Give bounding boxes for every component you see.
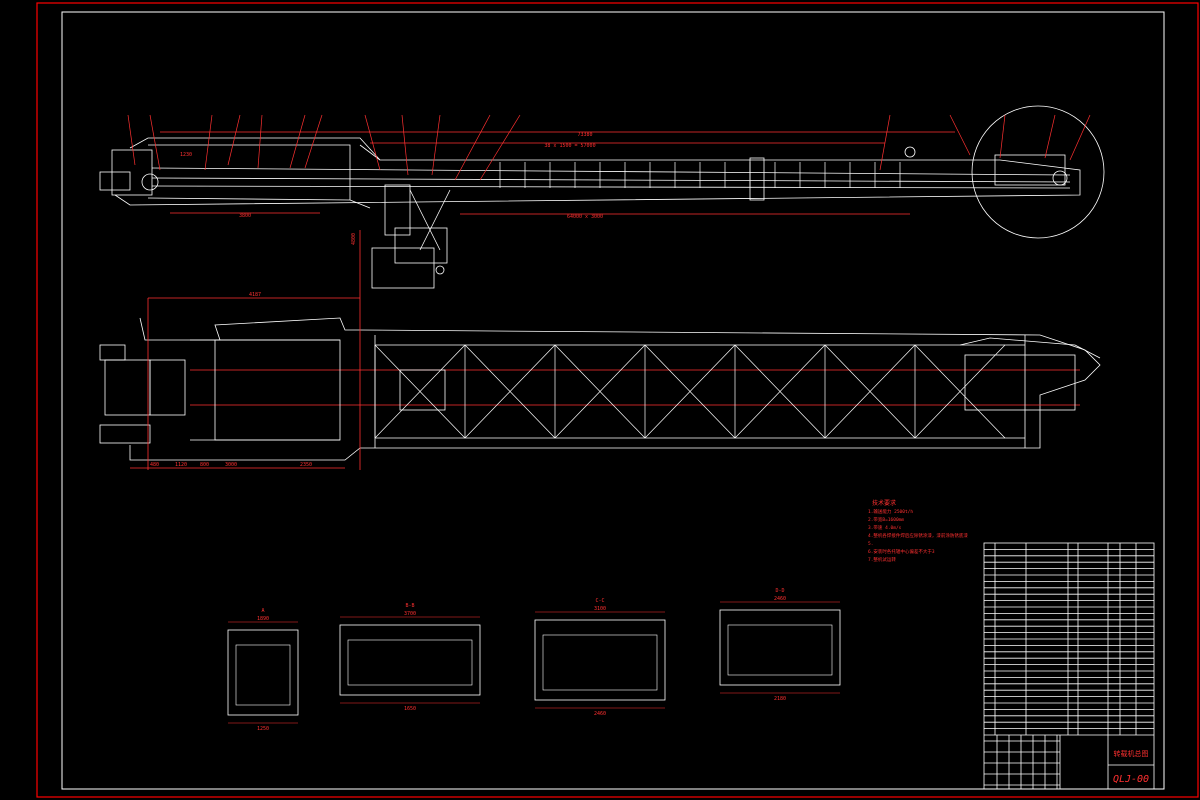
leader-line	[304, 114, 323, 169]
section-top-dim: 1890	[257, 616, 269, 622]
leader-line	[1044, 114, 1056, 159]
leader-line	[257, 114, 263, 169]
leader-line	[1069, 114, 1091, 161]
plan-bottom-dim: 2350	[300, 462, 312, 468]
section-bottom-dim: 2460	[594, 711, 606, 717]
inner-border	[61, 11, 1165, 790]
title-block	[983, 542, 1155, 790]
section-views: A 1890 1250 B-B 3700 1650 C-C 3100 2460 D-D 2460 21…	[227, 588, 841, 732]
leader-line	[454, 114, 491, 181]
tech-notes-title: 技术要求	[872, 499, 896, 507]
plan-dim-width: 4187	[249, 292, 261, 298]
tech-note-line: 4.整机各焊接件焊后应除锈涂漆，漆前涂防锈底漆	[868, 532, 968, 539]
leader-line	[479, 114, 521, 181]
drawing-name: 转载机总图	[1114, 749, 1149, 758]
main-elevation-view	[99, 105, 1105, 298]
truss-brace	[464, 344, 556, 439]
tech-note-line: 1.输送能力 2500t/h	[868, 508, 913, 515]
plan-bottom-dim: 3000	[225, 462, 237, 468]
section-label: B-B	[405, 603, 414, 609]
plan-bottom-dim: 800	[200, 462, 209, 468]
section-inner	[727, 624, 833, 676]
section-top-dim: 3700	[404, 611, 416, 617]
section-outline	[227, 629, 299, 716]
section-outline	[534, 619, 666, 701]
section-inner	[235, 644, 291, 706]
leader-line	[949, 114, 971, 156]
leader-line	[227, 114, 241, 166]
dim-total-text: 73380	[577, 132, 592, 138]
plan-bottom-dim: 480	[150, 462, 159, 468]
tech-note-line: 3.带速 4.0m/s	[868, 525, 902, 531]
leader-line	[149, 114, 161, 171]
dim-vertical-text: 4800	[351, 233, 357, 245]
leader-line	[999, 114, 1006, 159]
plan-bottom-dim: 1120	[175, 462, 187, 468]
section-top-dim: 2460	[774, 596, 786, 602]
section-label: C-C	[595, 598, 604, 604]
tech-note-line: 6.安装时各托辊中心偏差不大于3	[868, 548, 935, 555]
section-bottom-dim: 2180	[774, 696, 786, 702]
truss-brace	[644, 344, 736, 439]
leader-line	[431, 114, 441, 176]
tech-notes: 技术要求 1.输送能力 2500t/h2.带宽B=1600mm 3.带速 4.0m…	[868, 499, 968, 563]
leader-line	[127, 114, 136, 166]
drawing-code: QLJ-00	[1113, 774, 1149, 785]
section-inner	[347, 639, 473, 686]
tech-note-line: 2.带宽B=1600mm	[868, 516, 904, 523]
leader-line	[401, 114, 409, 176]
section-outline	[339, 624, 481, 696]
section-label: D-D	[775, 588, 784, 594]
section-label: A	[261, 608, 264, 614]
truss-brace	[824, 344, 916, 439]
section-outline	[719, 609, 841, 686]
section-bottom-dim: 1650	[404, 706, 416, 712]
truss-brace	[914, 344, 1006, 439]
tech-note-line: 7.整机试运转	[868, 556, 896, 563]
dim-lower-text: 3800	[239, 213, 251, 219]
leader-line	[879, 114, 891, 171]
dim-bottom-text: 64000 x 3000	[567, 214, 603, 220]
leader-line	[289, 114, 306, 169]
truss-brace	[374, 344, 466, 439]
outer-border	[36, 2, 1199, 798]
section-top-dim: 3100	[594, 606, 606, 612]
truss-brace	[554, 344, 646, 439]
tech-note-line: 5.	[868, 541, 873, 547]
section-inner	[542, 634, 658, 691]
dim-left-text: 1230	[180, 152, 192, 158]
section-bottom-dim: 1250	[257, 726, 269, 732]
leader-line	[204, 114, 213, 171]
dim-upper-text: 38 x 1500 = 57000	[544, 143, 595, 149]
truss-brace	[734, 344, 826, 439]
plan-view	[99, 297, 1101, 470]
leader-line	[364, 114, 381, 171]
